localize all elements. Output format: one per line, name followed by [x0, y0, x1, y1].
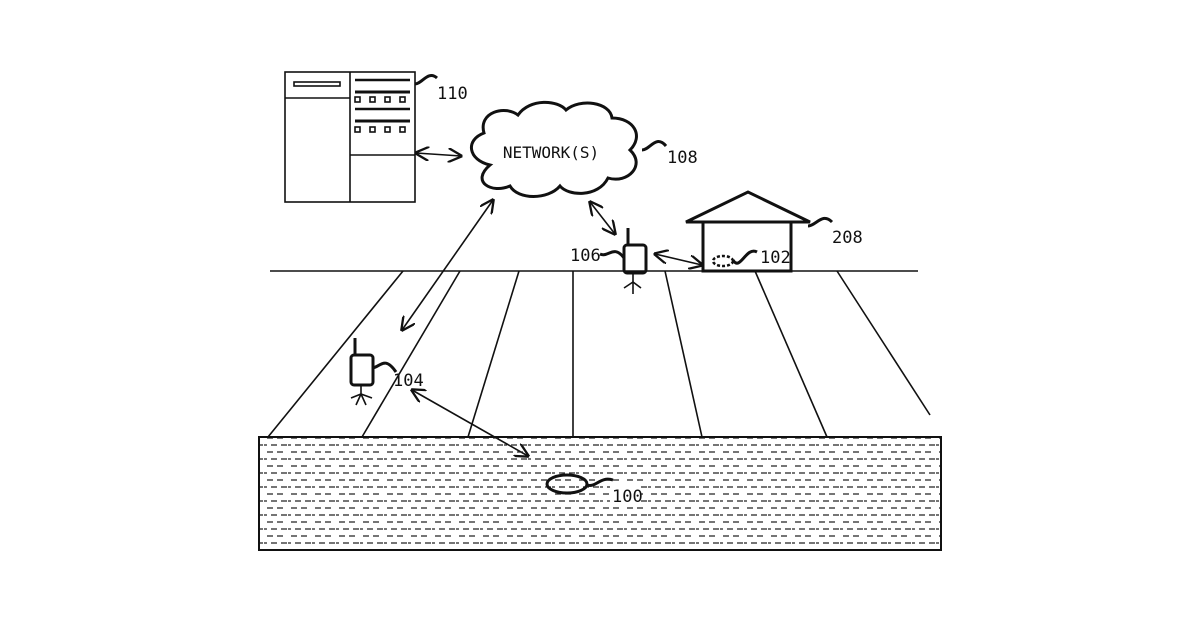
network-cloud: NETWORK(S) 108 — [471, 102, 697, 196]
label-buried-sensor: 100 — [612, 487, 643, 507]
arrow-server-network — [416, 153, 461, 156]
arrow-base-station-house — [655, 254, 702, 265]
arrow-network-base-station — [590, 202, 615, 234]
server-leds-row-1 — [355, 97, 405, 102]
soil-block — [259, 437, 941, 550]
house-device-icon — [713, 256, 733, 266]
base-station-device: 106 — [570, 228, 646, 294]
label-house-device: 102 — [760, 248, 791, 268]
network-cloud-text: NETWORK(S) — [503, 143, 599, 162]
server-rack: 110 — [285, 72, 468, 202]
arrow-network-field-device — [402, 200, 493, 330]
server-leds-row-2 — [355, 127, 405, 132]
label-network: 108 — [667, 148, 698, 168]
house: 102 208 — [686, 192, 863, 271]
label-server: 110 — [437, 84, 468, 104]
label-field-device: 104 — [393, 371, 424, 391]
label-house: 208 — [832, 228, 863, 248]
label-base-station: 106 — [570, 246, 601, 266]
